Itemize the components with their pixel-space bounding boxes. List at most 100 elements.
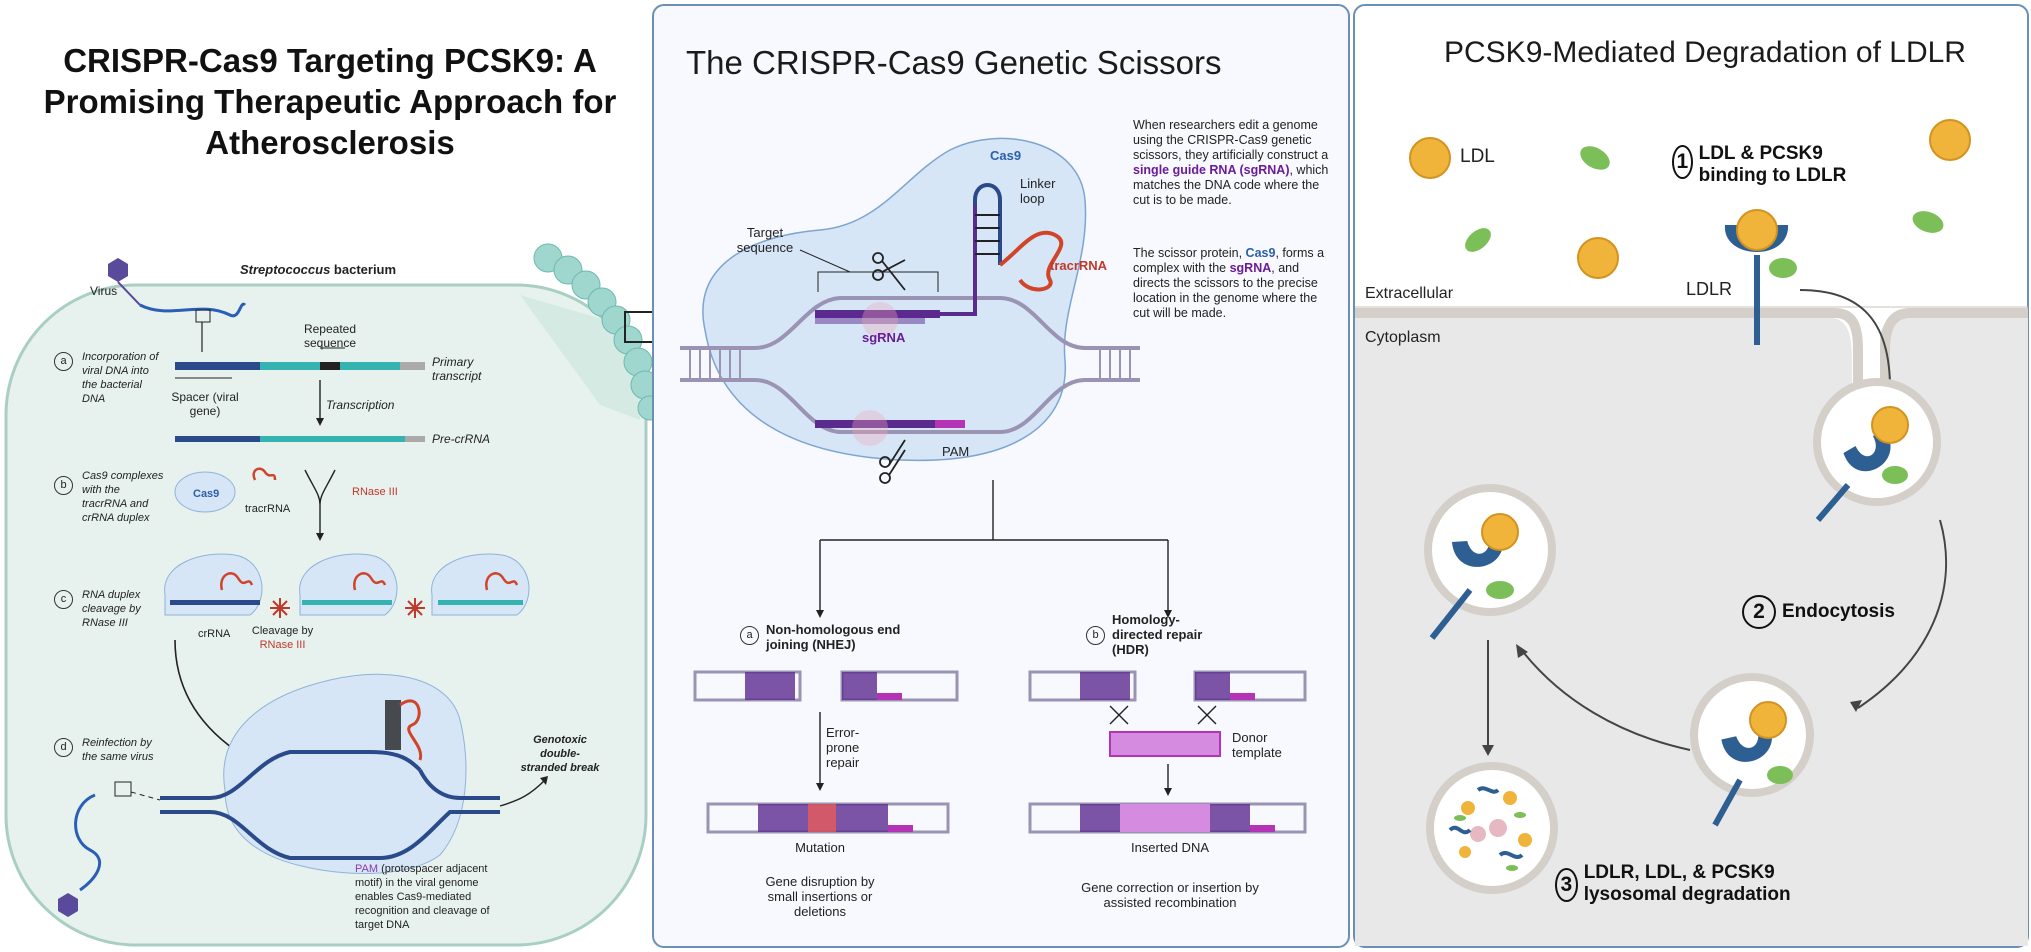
curved-arrow-d [174, 639, 236, 751]
bacterium-title: Streptococcus bacterium [240, 262, 397, 277]
hdr-caption: Gene correction or insertion by assisted… [1081, 880, 1259, 910]
target-sequence-label: Target sequence [736, 225, 794, 255]
donor-template [1109, 731, 1221, 757]
endosome-2 [1690, 673, 1814, 827]
virus-top [108, 258, 247, 352]
pre-crrna-strand [175, 436, 425, 442]
hdr-broken-dna [1028, 670, 1307, 702]
step-1-text: LDL & PCSK9 binding to LDLR [1698, 143, 1847, 186]
ldl-label: LDL [1460, 146, 1495, 167]
cytoplasm-label: Cytoplasm [1365, 329, 1441, 346]
step-b-text: Cas9 complexes with the tracrRNA and crR… [82, 470, 164, 524]
virus-label: Virus [90, 284, 118, 298]
endosome-1 [1813, 378, 1941, 522]
step-3-number: 3 [1555, 868, 1578, 902]
cas9-complex-3 [431, 553, 530, 616]
hdr-inserted-dna [1028, 802, 1307, 834]
cas9-description: The scissor protein, Cas9, forms a compl… [1133, 246, 1325, 320]
step-1: 1 LDL & PCSK9 binding to LDLR [1672, 143, 1852, 187]
primary-transcript-strand [175, 362, 425, 370]
mutation-label: Mutation [795, 840, 845, 855]
pam-label: PAM [942, 444, 970, 459]
nhej-broken-dna [693, 670, 959, 702]
pcsk9-protein [1465, 146, 1944, 252]
cleavage-label: Cleavage by RNase III [251, 625, 314, 651]
step-3-text: LDLR, LDL, & PCSK9 lysosomal degradation [1583, 862, 1791, 905]
rnase3-label: RNase III [352, 486, 398, 498]
inserted-dna-label: Inserted DNA [1130, 840, 1210, 855]
sgrna-description: When researchers edit a genome using the… [1133, 118, 1329, 207]
cleavage-star-2 [405, 598, 425, 618]
scissors-icon-bottom [879, 439, 906, 484]
step-d-text: Reinfection by the same virus [82, 737, 154, 763]
cas9-complex-2 [299, 553, 398, 616]
extracellular-label: Extracellular [1365, 285, 1454, 302]
cas9-complex-1 [164, 553, 263, 616]
ldl-particle [1409, 119, 1971, 279]
pam-region [815, 420, 935, 428]
hdr-cross-marks [1109, 705, 1217, 725]
step-d-circle: d [54, 738, 73, 757]
cas9-complex-big [223, 673, 467, 874]
cas9-label: Cas9 [990, 148, 1022, 163]
step-2: 2 Endocytosis [1742, 595, 1895, 629]
cas9-small [174, 471, 236, 513]
step-a-text: Incorporation of viral DNA into the bact… [82, 351, 159, 405]
ldlr-label: LDLR [1686, 279, 1733, 299]
nhej-mutated-dna [706, 802, 950, 834]
dna-upper-strand [680, 296, 1140, 434]
dna-rungs [689, 348, 1131, 380]
merge-arrow [304, 469, 336, 535]
hdr-title: Homology-directed repair (HDR) [1112, 612, 1203, 657]
error-prone-label: Error-prone repair [826, 725, 860, 770]
tracrrna-label: tracrRNA [1050, 258, 1108, 273]
step-2-number: 2 [1742, 595, 1776, 629]
step-2-text: Endocytosis [1782, 601, 1895, 622]
sgrna-strand [815, 310, 940, 318]
linker-loop [973, 183, 1002, 265]
step-b-circle: b [54, 476, 73, 495]
virus-bottom [58, 781, 161, 917]
genotoxic-label: Genotoxic double-stranded break [520, 734, 600, 774]
scissors-icon-top [872, 252, 906, 291]
step-1-number: 1 [1672, 145, 1693, 179]
step-3: 3 LDLR, LDL, & PCSK9 lysosomal degradati… [1555, 862, 1835, 906]
pcsk9-title: PCSK9-Mediated Degradation of LDLR [1444, 36, 1966, 69]
nhej-circle: a [740, 626, 759, 645]
sgrna-label: sgRNA [862, 330, 906, 345]
spacer-label: Spacer (viral gene) [171, 390, 239, 418]
pre-crrna-label: Pre-crRNA [432, 432, 491, 446]
pam-note: PAM (protospacer adjacent motif) in the … [355, 863, 490, 931]
lysosome [1426, 762, 1558, 894]
endosome-3 [1424, 484, 1556, 640]
hdr-circle: b [1086, 626, 1105, 645]
cleavage-star-1 [270, 598, 290, 618]
step-a-circle: a [54, 352, 73, 371]
tracrrna-label-small: tracrRNA [245, 503, 291, 515]
step-c-text: RNA duplex cleavage by RNase III [82, 589, 141, 629]
nhej-title: Non-homologous end joining (NHEJ) [766, 622, 901, 652]
primary-transcript-label: Primary transcript [432, 355, 482, 383]
figure-title: CRISPR-Cas9 Targeting PCSK9: A Promising… [43, 42, 617, 161]
branch-connector [819, 480, 1169, 612]
ldlr-receptor-surface [1724, 209, 1797, 345]
tracrrna-small [252, 467, 277, 481]
arrow-to-pit [1799, 289, 1891, 389]
step-c-circle: c [54, 590, 73, 609]
nhej-caption: Gene disruption by small insertions or d… [765, 874, 875, 919]
arrow-recycle [1519, 647, 1691, 751]
target-bracket [817, 271, 939, 292]
cas9-label-small: Cas9 [193, 488, 220, 500]
tracrrna-loop [998, 230, 1064, 292]
scissors-title: The CRISPR-Cas9 Genetic Scissors [686, 44, 1222, 81]
arrow-endocytosis [1857, 519, 1948, 709]
crrna-label: crRNA [198, 628, 231, 640]
linker-loop-label: Linker loop [1020, 176, 1056, 206]
donor-template-label: Donor template [1232, 730, 1282, 760]
transcription-label: Transcription [326, 398, 395, 412]
repeated-sequence-label: Repeated sequence [303, 322, 357, 350]
